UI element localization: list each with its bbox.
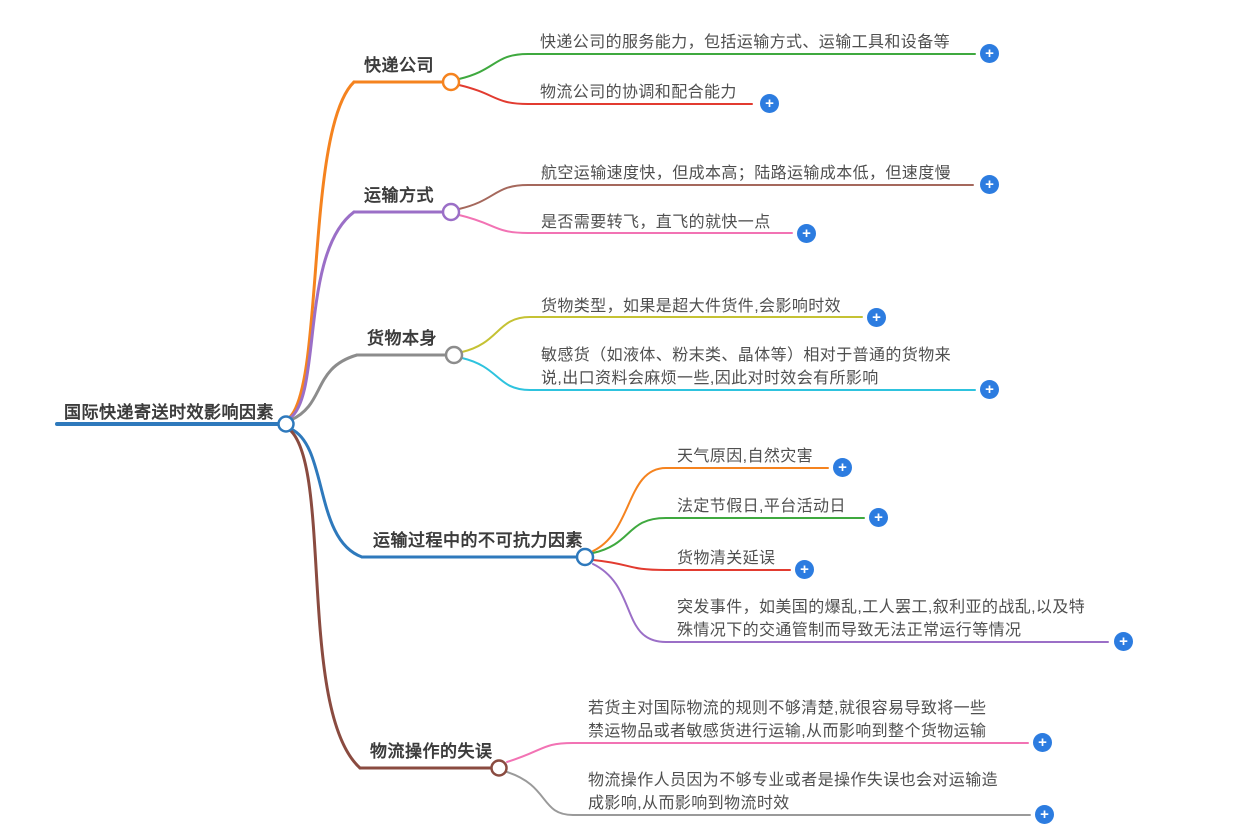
branch-5-node-handle[interactable]	[490, 759, 508, 777]
add-subtopic-icon[interactable]: +	[867, 308, 886, 327]
leaf-topic-4-3[interactable]: 货物清关延误	[677, 550, 776, 567]
add-subtopic-icon[interactable]: +	[1033, 733, 1052, 752]
add-subtopic-icon[interactable]: +	[980, 380, 999, 399]
branch-topic-cargo-itself[interactable]: 货物本身	[367, 329, 437, 348]
leaf-topic-5-1[interactable]: 若货主对国际物流的规则不够清楚,就很容易导致将一些 禁运物品或者敏感货进行运输,…	[588, 700, 987, 740]
leaf-topic-4-1[interactable]: 天气原因,自然灾害	[677, 448, 814, 465]
add-subtopic-icon[interactable]: +	[869, 508, 888, 527]
leaf-topic-4-2[interactable]: 法定节假日,平台活动日	[677, 498, 846, 515]
connector-leaf-4-3	[592, 559, 791, 571]
connector-leaf-5-1	[506, 742, 1029, 763]
branch-1-node-handle[interactable]	[441, 72, 461, 92]
add-subtopic-icon[interactable]: +	[833, 458, 852, 477]
leaf-topic-1-2[interactable]: 物流公司的协调和配合能力	[540, 84, 737, 101]
connector-leaf-4-1	[592, 467, 829, 552]
add-subtopic-icon[interactable]: +	[1114, 632, 1133, 651]
root-node-handle[interactable]	[277, 415, 295, 433]
connector-root-branch-4	[289, 427, 364, 559]
connector-leaf-3-2	[461, 357, 976, 391]
branch-topic-courier-company[interactable]: 快递公司	[364, 56, 434, 75]
leaf-topic-2-1[interactable]: 航空运输速度快，但成本高；陆路运输成本低，但速度慢	[541, 165, 952, 182]
add-subtopic-icon[interactable]: +	[980, 44, 999, 63]
branch-4-node-handle[interactable]	[575, 547, 595, 567]
connector-root-branch-2	[288, 210, 356, 420]
add-subtopic-icon[interactable]: +	[795, 560, 814, 579]
branch-topic-logistics-errors[interactable]: 物流操作的失误	[370, 742, 493, 761]
leaf-topic-2-2[interactable]: 是否需要转飞，直飞的就快一点	[541, 214, 771, 231]
connector-leaf-1-2	[458, 84, 753, 105]
connector-root-branch-5	[288, 428, 362, 770]
connector-leaf-2-2	[458, 214, 793, 234]
connector-root-branch-3	[289, 353, 359, 422]
connector-leaf-5-2	[506, 771, 1031, 816]
connector-leaf-1-1	[458, 53, 976, 80]
leaf-topic-3-1[interactable]: 货物类型，如果是超大件货件,会影响时效	[541, 298, 842, 315]
add-subtopic-icon[interactable]: +	[797, 224, 816, 243]
leaf-topic-3-2[interactable]: 敏感货（如液体、粉末类、晶体等）相对于普通的货物来 说,出口资料会麻烦一些,因此…	[541, 347, 952, 387]
connector-leaf-2-1	[458, 184, 974, 210]
leaf-topic-4-4[interactable]: 突发事件，如美国的爆乱,工人罢工,叙利亚的战乱,以及特 殊情况下的交通管制而导致…	[677, 599, 1086, 639]
add-subtopic-icon[interactable]: +	[760, 94, 779, 113]
add-subtopic-icon[interactable]: +	[980, 175, 999, 194]
connector-leaf-4-4	[592, 563, 1109, 643]
leaf-topic-1-1[interactable]: 快递公司的服务能力，包括运输方式、运输工具和设备等	[540, 34, 951, 51]
branch-3-node-handle[interactable]	[444, 345, 464, 365]
branch-topic-transport-mode[interactable]: 运输方式	[364, 186, 434, 205]
leaf-topic-5-2[interactable]: 物流操作人员因为不够专业或者是操作失误也会对运输造 成影响,从而影响到物流时效	[588, 772, 999, 812]
connector-root-branch-1	[288, 80, 356, 419]
branch-2-node-handle[interactable]	[441, 202, 461, 222]
connector-leaf-4-2	[592, 517, 865, 554]
branch-topic-force-majeure[interactable]: 运输过程中的不可抗力因素	[373, 531, 583, 550]
add-subtopic-icon[interactable]: +	[1035, 805, 1054, 824]
connector-leaf-3-1	[461, 316, 863, 353]
root-topic[interactable]: 国际快递寄送时效影响因素	[64, 403, 274, 422]
